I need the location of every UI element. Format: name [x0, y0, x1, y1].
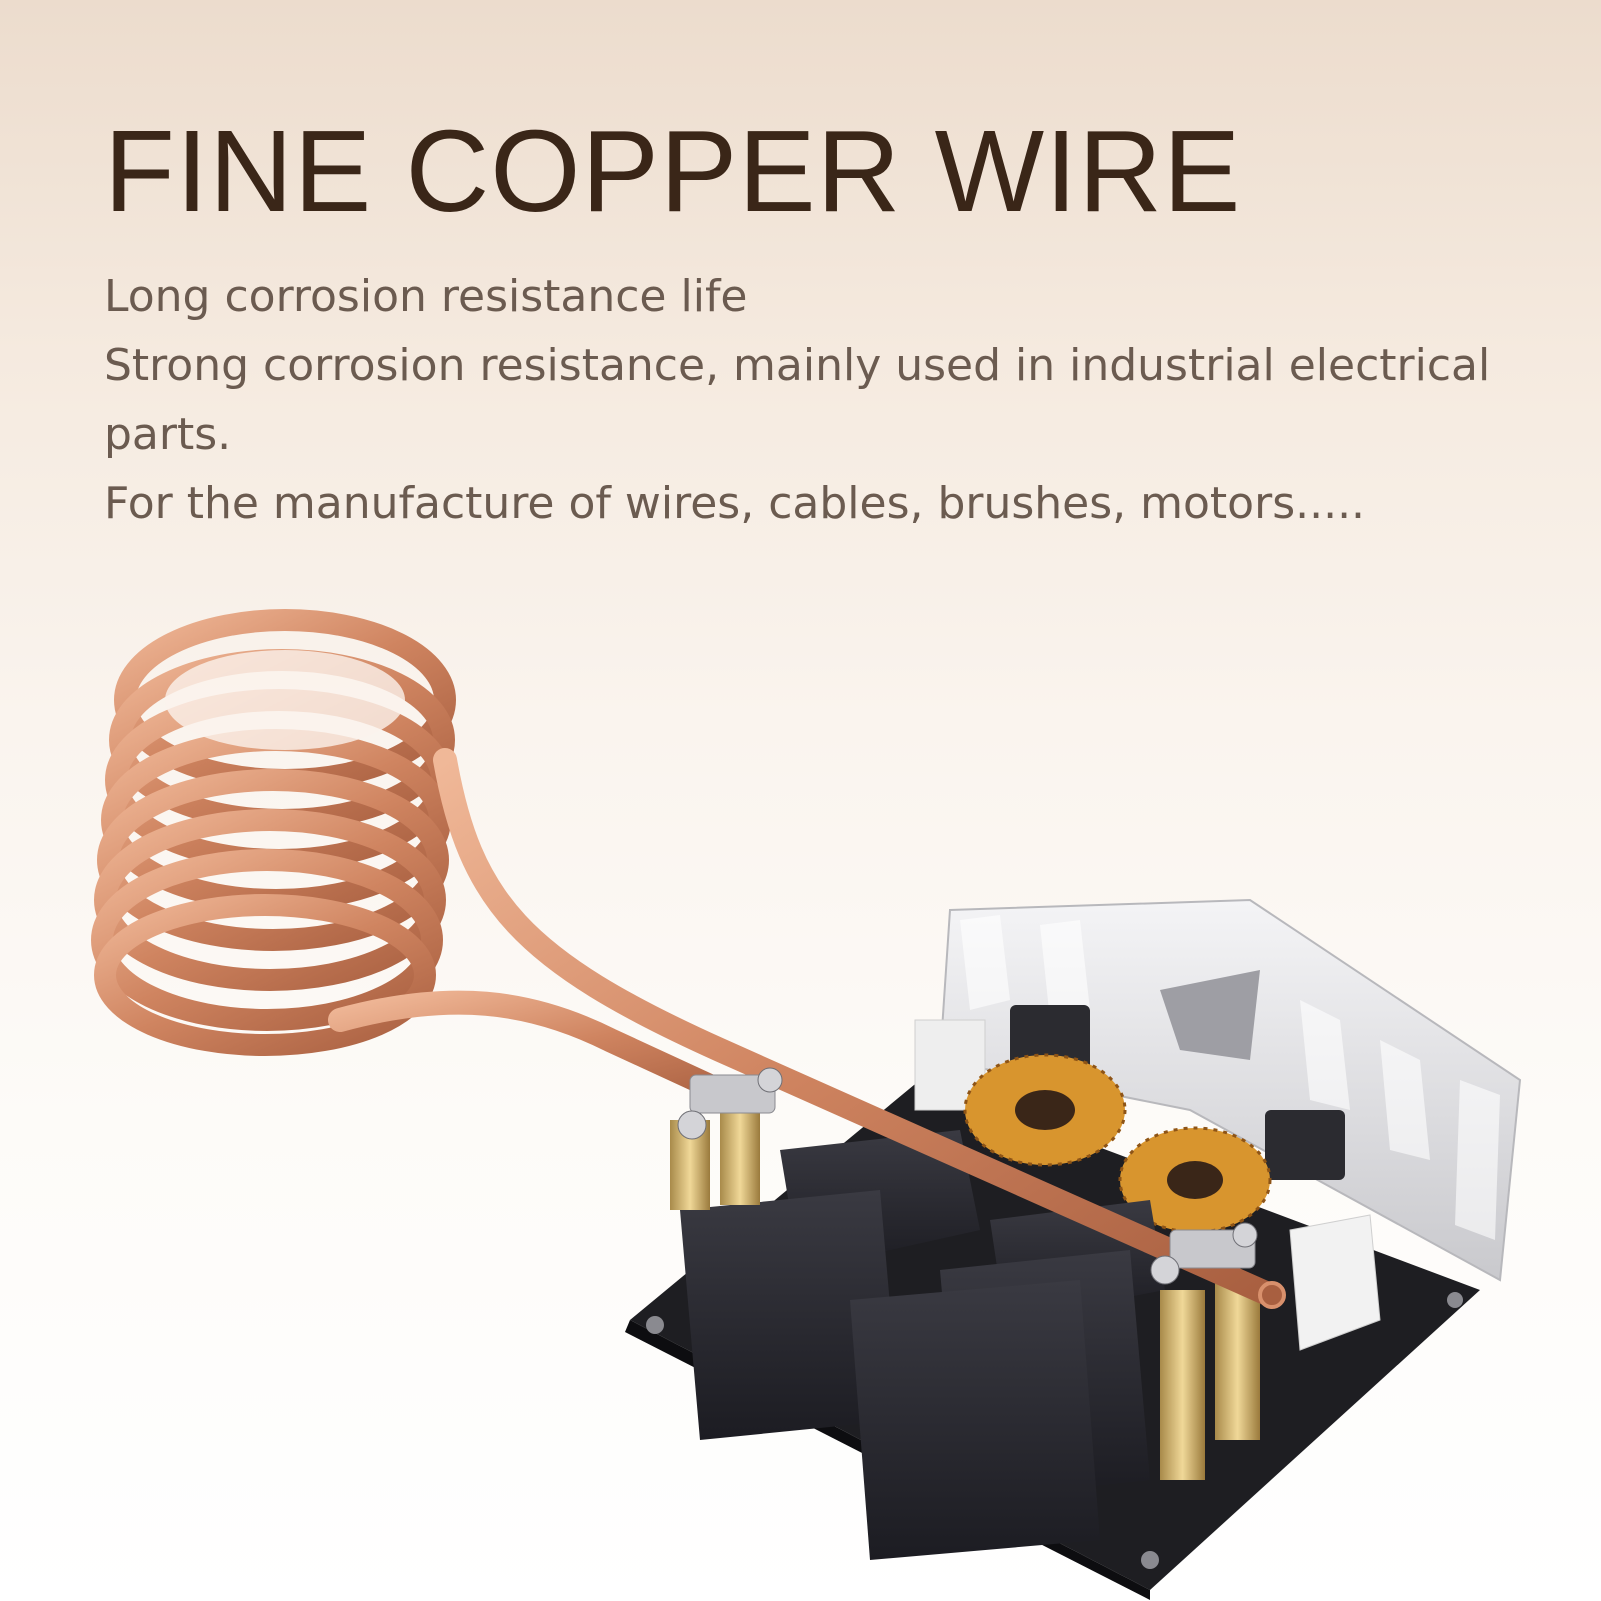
copper-coil	[91, 609, 456, 1056]
heatsink	[938, 898, 1522, 1282]
feature-item: Strong corrosion resistance, mainly used…	[104, 340, 1491, 460]
capacitor-bank	[680, 1130, 1165, 1560]
feature-list: Long corrosion resistance life Strong co…	[104, 262, 1524, 538]
toroid-inductor	[963, 1053, 1127, 1167]
feature-item: For the manufacture of wires, cables, br…	[104, 478, 1366, 529]
product-photo	[91, 609, 1522, 1600]
feature-item: Long corrosion resistance life	[104, 271, 748, 322]
clamp	[1150, 1222, 1258, 1285]
headline: FINE COPPER WIRE	[104, 106, 1242, 236]
clamp	[677, 1067, 783, 1140]
